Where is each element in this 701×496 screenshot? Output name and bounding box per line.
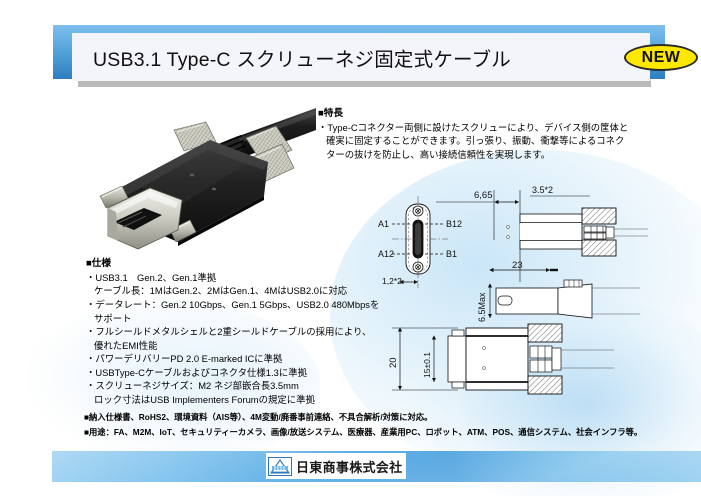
technical-drawing-svg: 6,65 3.5*2 23 1,2*2 A1 A12 B12 B1 6.5Max… bbox=[378, 185, 648, 395]
specification-line: ・USB3.1 Gen.2、Gen.1準拠 bbox=[86, 271, 217, 283]
pin-label-b1: B1 bbox=[446, 249, 457, 259]
features-block: ■特長 ・Type-Cコネクター両側に設けたスクリューにより、デバイス側の筐体と… bbox=[318, 108, 648, 162]
pin-label-a12: A12 bbox=[378, 249, 394, 259]
specification-line: ケーブル長：1MはGen.2、2MはGen.1、4MはUSB2.0に対応 bbox=[94, 285, 348, 297]
dimension-label-1-2x2: 1,2*2 bbox=[382, 276, 402, 286]
specification-line: ロック寸法はUSB Implementers Forumの規定に準拠 bbox=[94, 393, 315, 405]
page-title: USB3.1 Type-C スクリューネジ固定式ケーブル bbox=[93, 48, 511, 71]
features-line: ・Type-Cコネクター両側に設けたスクリューにより、デバイス側の筐体と bbox=[318, 121, 629, 133]
note-line: ■納入仕様書、RoHS2、環境資料（AIS等）、4M変動/廃番事前連絡、不具合解… bbox=[84, 412, 433, 422]
header-drop-shadow bbox=[78, 80, 651, 87]
specifications-block: ■仕様 ・USB3.1 Gen.2、Gen.1準拠 ケーブル長：1MはGen.2… bbox=[86, 258, 386, 406]
pin-label-b12: B12 bbox=[446, 219, 462, 229]
product-photo-usb-c-screw-lock-cable bbox=[78, 100, 316, 250]
drawing-end-view bbox=[392, 196, 448, 288]
company-name: 日東商事株式会社 bbox=[296, 459, 403, 475]
dimension-label-23: 23 bbox=[512, 260, 523, 271]
usb-c-plug-tip bbox=[107, 187, 183, 250]
drawing-front-view bbox=[392, 323, 614, 395]
specification-line: サポート bbox=[94, 312, 132, 324]
screw-shaft-upper bbox=[99, 185, 129, 209]
dimension-label-6-65: 6,65 bbox=[474, 190, 493, 201]
footer-notes: ■納入仕様書、RoHS2、環境資料（AIS等）、4M変動/廃番事前連絡、不具合解… bbox=[84, 410, 664, 439]
technical-drawings: 6,65 3.5*2 23 1,2*2 A1 A12 B12 B1 6.5Max… bbox=[378, 176, 668, 406]
specification-line: ・スクリューネジサイズ：M2 ネジ部嵌合長3.5mm bbox=[86, 380, 299, 392]
company-logo-icon bbox=[268, 456, 292, 476]
drawing-side-view bbox=[487, 279, 640, 319]
pin-label-a1: A1 bbox=[378, 219, 389, 229]
dimension-label-20: 20 bbox=[388, 357, 399, 368]
specification-line: ・パワーデリバリーPD 2.0 E-marked ICに準拠 bbox=[86, 353, 283, 365]
product-photo-svg bbox=[99, 108, 316, 250]
new-badge: NEW bbox=[624, 44, 698, 71]
dimension-label-15: 15±0.1 bbox=[422, 352, 432, 378]
specification-line: ・データレート：Gen.2 10Gbps、Gen.1 5Gbps、USB2.0 … bbox=[86, 299, 380, 310]
specification-line: ・フルシールドメタルシェルと2重シールドケーブルの採用により、 bbox=[86, 326, 372, 338]
company-logo-block: 日東商事株式会社 bbox=[266, 453, 407, 479]
drawing-top-view bbox=[436, 190, 648, 282]
dimension-label-3-5x2: 3.5*2 bbox=[532, 185, 553, 195]
specification-line: ・USBType-Cケーブルおよびコネクタ仕様1.3に準拠 bbox=[86, 366, 307, 378]
header-banner: USB3.1 Type-C スクリューネジ固定式ケーブル NEW bbox=[72, 33, 698, 81]
features-heading: ■特長 bbox=[318, 108, 343, 119]
note-line: ■用途：FA、M2M、IoT、セキュリティーカメラ、画像/放送システム、医療器、… bbox=[84, 426, 643, 437]
features-line: ターの抜けを防止し、高い接続信頼性を実現します。 bbox=[326, 149, 551, 160]
dimension-label-6-5max: 6.5Max bbox=[477, 292, 487, 322]
specifications-heading: ■仕様 bbox=[86, 258, 111, 269]
features-line: 確実に固定することができます。引っ張り、振動、衝撃等によるコネク bbox=[326, 135, 625, 147]
specification-line: 優れたEMI性能 bbox=[94, 339, 158, 351]
